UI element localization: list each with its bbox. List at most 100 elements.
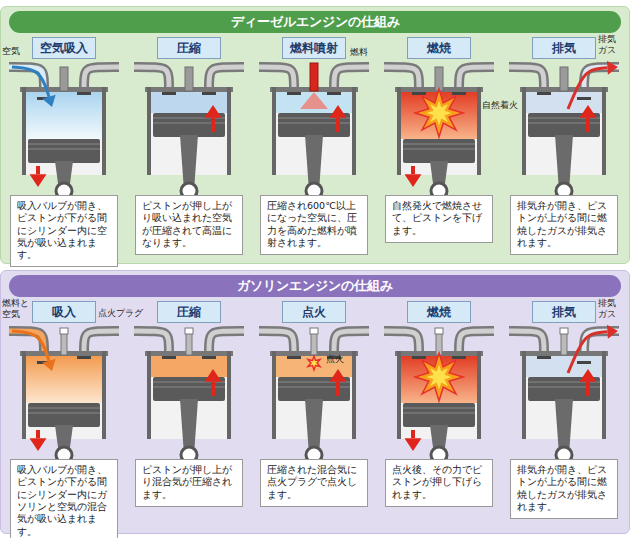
spark (308, 356, 320, 370)
arrow-head (330, 369, 347, 382)
stage-text: 吸入バルブが開き、ピストンが下がる間にシリンダー内にガソリンと空気の混合気が吸い… (17, 464, 111, 538)
cylinder-wall (522, 351, 526, 439)
arrow-head (30, 174, 47, 187)
flow-arrow (411, 166, 415, 174)
stage-heading-box: 燃料噴射 (282, 37, 346, 59)
engine-stage-drawing (509, 325, 619, 463)
piston-ring (403, 408, 475, 409)
cylinder-wall (602, 87, 606, 175)
arrow-head (607, 61, 618, 75)
stage-heading-box: 圧縮 (157, 37, 221, 59)
valve (162, 92, 176, 95)
flow-arrow (336, 382, 340, 396)
stage-text: 燃焼 (427, 40, 451, 57)
cylinder-gas (26, 355, 102, 403)
valve (327, 92, 341, 95)
flow-arrow (568, 68, 607, 109)
part-label: 燃料 (350, 47, 368, 58)
cylinder-wall (22, 87, 26, 175)
fuel-spray (300, 92, 328, 109)
flow-arrow (12, 67, 49, 97)
injector (310, 63, 318, 91)
piston-ring (28, 413, 100, 414)
piston-ring (403, 149, 475, 150)
valve (452, 356, 466, 359)
valve (162, 356, 176, 359)
cylinder-wall (397, 351, 401, 439)
cylinder-wall (522, 87, 526, 175)
part-label: 自然着火 (482, 100, 518, 111)
flow-arrow (586, 382, 590, 396)
stage-heading-box: 空気吸入 (32, 37, 96, 59)
stage-text: 排気弁が開き、ピストンが上がる間に燃焼したガスが排気されます。 (517, 464, 611, 513)
spark-plug-cap (435, 328, 443, 334)
stage-text: ピストンが押し上がり混合気が圧縮されます。 (142, 464, 236, 501)
spark-plug (61, 333, 67, 355)
stage-text: 圧縮され600℃以上になった空気に、圧力を高めた燃料が噴射されます。 (267, 200, 361, 249)
piston-ring (403, 144, 475, 145)
part-label: 燃料と空気 (2, 298, 29, 320)
valve (287, 356, 301, 359)
arrow-head (330, 105, 347, 118)
explosion (415, 89, 463, 137)
stage-heading-box: 吸入 (32, 301, 96, 323)
stage-description-box: 自然発火で燃焼させて、ピストンを下げます。 (385, 195, 493, 243)
cylinder-wall (102, 87, 106, 175)
section-heading: ディーゼルエンジンの仕組み (9, 11, 621, 33)
flow-arrow (12, 331, 49, 361)
valve (577, 97, 591, 100)
section-panel: ガソリンエンジンの仕組み吸入吸入バルブが開き、ピストンが下がる間にシリンダー内に… (0, 270, 630, 534)
cylinder-wall (272, 87, 276, 175)
valve (577, 361, 591, 364)
cylinder-wall (147, 87, 151, 175)
engine-stage-drawing (509, 61, 619, 199)
stage-text: 圧縮された混合気に点火プラグで点火します。 (267, 464, 361, 501)
flow-arrow (411, 430, 415, 438)
cylinder-wall (272, 351, 276, 439)
cylinder-wall (227, 351, 231, 439)
flow-arrow (211, 382, 215, 396)
cylinder-wall (227, 87, 231, 175)
arrow-head (580, 369, 597, 382)
stage-description-box: ピストンが押し上がり吸い込まれた空気が圧縮されて高温になります。 (135, 195, 243, 255)
stage-description-box: 吸入バルブが開き、ピストンが下がる間にシリンダー内にガソリンと空気の混合気が吸い… (10, 459, 118, 538)
engine-stage-drawing (9, 328, 119, 463)
valve (202, 356, 216, 359)
flow-arrow (211, 118, 215, 132)
part-label: 排気ガス (598, 34, 616, 56)
stage-text: 排気 (552, 304, 576, 321)
part-label: 点火 (326, 354, 344, 365)
spark-plug-cap (310, 328, 318, 334)
cylinder-wall (352, 87, 356, 175)
piston (403, 139, 475, 163)
stage-heading-box: 排気 (532, 301, 596, 323)
flow-arrow (568, 332, 607, 373)
stage-text: 燃焼 (427, 304, 451, 321)
stage-text: 自然発火で燃焼させて、ピストンを下げます。 (392, 200, 486, 237)
explosion (415, 353, 463, 401)
cylinder-gas (26, 91, 102, 139)
stage-text: 空気吸入 (40, 40, 88, 57)
engine-stage-drawing (259, 63, 369, 199)
stage-text: 排気弁が開き、ピストンが上がる間に燃焼したガスが排気されます。 (517, 200, 611, 249)
arrow-head (30, 438, 47, 451)
valve (537, 356, 551, 359)
stage-heading-box: 燃焼 (407, 37, 471, 59)
injector (185, 67, 193, 91)
stage-heading-box: 圧縮 (157, 301, 221, 323)
valve (77, 92, 91, 95)
spark-plug-cap (560, 328, 568, 334)
stage-description-box: 圧縮された混合気に点火プラグで点火します。 (260, 459, 368, 507)
stage-heading-box: 点火 (282, 301, 346, 323)
explosion-core (424, 98, 454, 128)
piston-ring (28, 144, 100, 145)
stage-heading-box: 排気 (532, 37, 596, 59)
piston (28, 403, 100, 427)
valve (452, 92, 466, 95)
valve (412, 92, 426, 95)
stage-description-box: 点火後、その力でピストンが押し下げられます。 (385, 459, 493, 507)
flow-arrow (586, 118, 590, 132)
section-heading: ガソリンエンジンの仕組み (9, 275, 621, 297)
spark-plug-cap (185, 328, 193, 334)
